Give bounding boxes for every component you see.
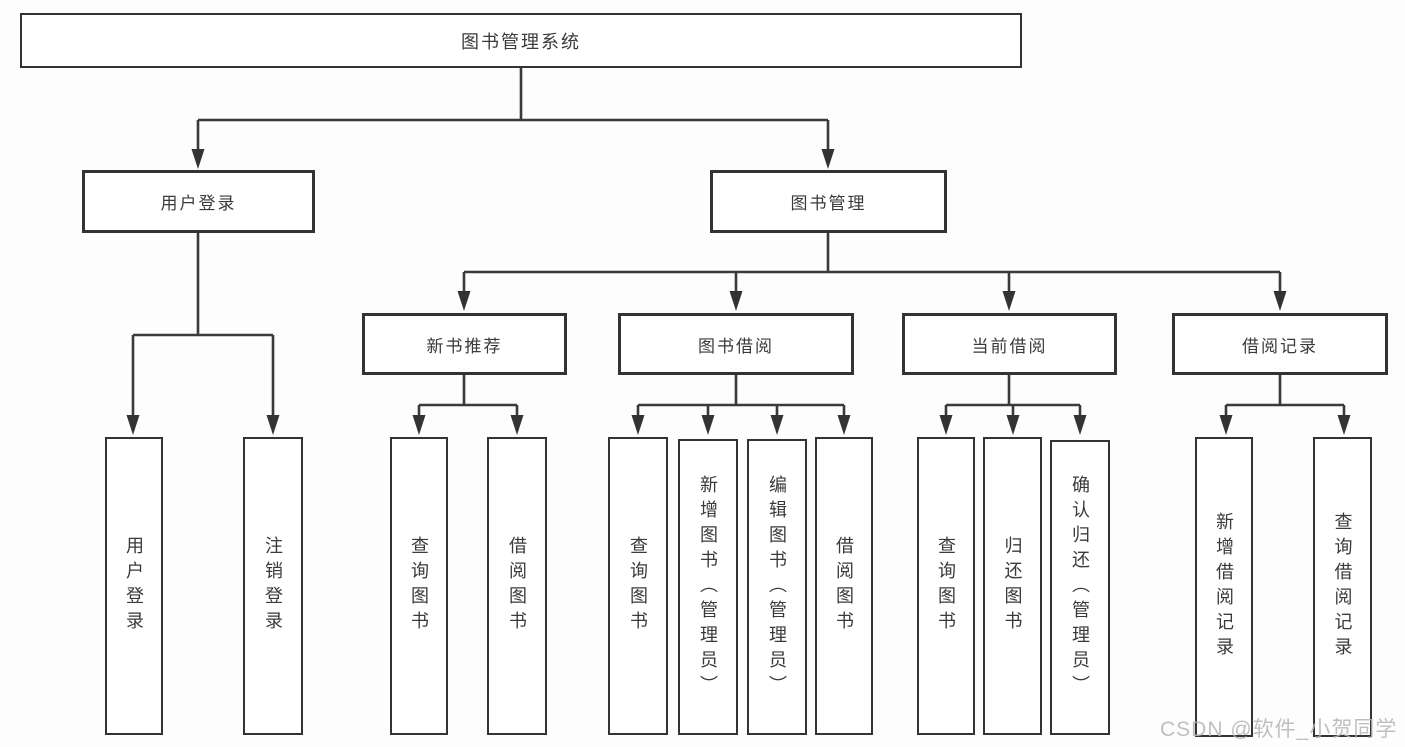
leaf-query-books-borrowing: 查询图书 (608, 437, 668, 735)
connector-newbookrec-to-children (417, 375, 519, 418)
leaf-add-book-admin: 新增图书（管理员） (678, 439, 738, 735)
connector-userlogin-to-children (131, 233, 275, 418)
leaf-query-books-current: 查询图书 (917, 437, 975, 735)
node-user-login: 用户登录 (82, 170, 315, 233)
connector-currentborrow-to-children (944, 375, 1082, 418)
node-borrowing-records: 借阅记录 (1172, 313, 1388, 375)
node-book-management: 图书管理 (710, 170, 947, 233)
leaf-return-book: 归还图书 (983, 437, 1042, 735)
csdn-watermark: CSDN @软件_小贺同学 (1160, 718, 1398, 741)
leaf-edit-book-admin: 编辑图书（管理员） (747, 439, 807, 735)
node-new-book-recommend: 新书推荐 (362, 313, 567, 375)
leaf-add-borrow-record: 新增借阅记录 (1195, 437, 1253, 737)
connector-bookborrow-to-children (636, 375, 846, 418)
connector-borrowrecord-to-children (1224, 375, 1346, 418)
node-current-borrowing: 当前借阅 (902, 313, 1117, 375)
leaf-query-books-recommend: 查询图书 (390, 437, 448, 735)
leaf-logout: 注销登录 (243, 437, 303, 735)
connector-root-to-level2 (196, 68, 830, 150)
connector-bookmgmt-to-level3 (462, 233, 1282, 294)
leaf-borrow-books-borrowing: 借阅图书 (815, 437, 873, 735)
leaf-borrow-books-recommend: 借阅图书 (487, 437, 547, 735)
node-root-library-system: 图书管理系统 (20, 13, 1022, 68)
node-book-borrowing: 图书借阅 (618, 313, 854, 375)
leaf-confirm-return-admin: 确认归还（管理员） (1050, 440, 1110, 735)
leaf-user-login: 用户登录 (105, 437, 163, 735)
leaf-query-borrow-record: 查询借阅记录 (1313, 437, 1372, 737)
